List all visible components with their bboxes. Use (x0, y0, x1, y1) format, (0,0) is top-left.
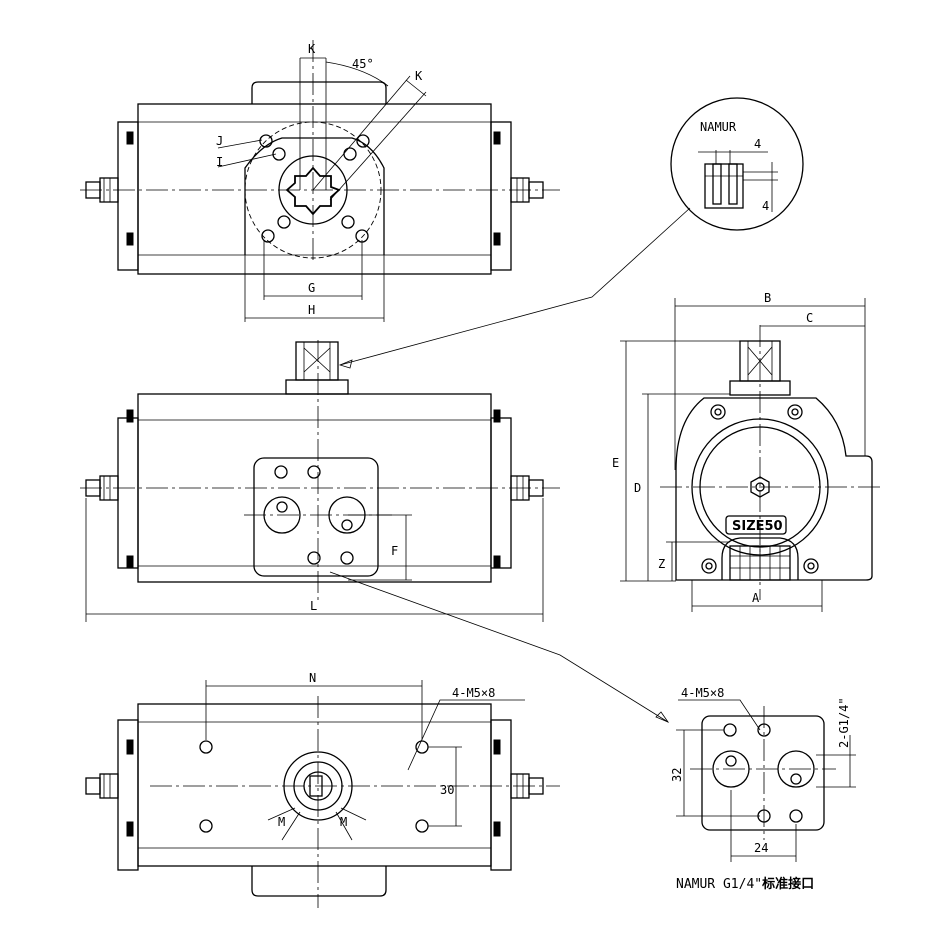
label-e: E (612, 456, 619, 470)
label-c: C (806, 311, 813, 325)
label-n: N (309, 671, 316, 685)
label-24: 24 (754, 841, 768, 855)
port-caption-prefix: NAMUR G1/4" (676, 877, 762, 892)
port-detail: 4-M5×8 2-G1/4" 32 24 NAMUR G1/4"标准接口 (670, 686, 856, 892)
label-b: B (764, 291, 771, 305)
front-shaft (295, 341, 339, 381)
label-z: Z (658, 557, 665, 571)
namur-dim-width: 4 (754, 137, 761, 151)
label-i: I (216, 155, 223, 169)
label-32: 32 (670, 768, 684, 782)
namur-detail: NAMUR 4 4 (338, 97, 804, 369)
label-f: F (391, 544, 398, 558)
port-caption-cn: 标准接口 (761, 876, 814, 892)
front-view: F L (80, 340, 670, 723)
label-h: H (308, 303, 315, 317)
label-k-top: K (308, 42, 316, 56)
thread-callout-port: 4-M5×8 (681, 686, 724, 700)
side-housing (675, 397, 873, 581)
label-m-right: M (340, 815, 347, 829)
label-angle: 45° (352, 57, 374, 71)
label-g: G (308, 281, 315, 295)
label-l: L (310, 599, 317, 613)
top-body (137, 103, 492, 275)
port-thread-label: 2-G1/4" (837, 697, 851, 748)
namur-detail-circle (670, 97, 804, 231)
namur-port-plate (253, 457, 379, 577)
size-label-plate (725, 515, 787, 535)
label-j: J (216, 134, 223, 148)
namur-dim-depth: 4 (762, 199, 769, 213)
namur-detail-title: NAMUR (700, 120, 737, 134)
side-view: SIZE50 B C E D (612, 291, 882, 612)
label-30: 30 (440, 783, 454, 797)
label-m-left: M (278, 815, 285, 829)
port-caption: NAMUR G1/4"标准接口 (676, 876, 814, 892)
thread-callout-bottom: 4-M5×8 (452, 686, 495, 700)
label-k-angle: K (415, 69, 423, 83)
bottom-body (137, 703, 492, 867)
bottom-view: N 4-M5×8 30 M M (85, 671, 560, 908)
label-a: A (752, 591, 760, 605)
label-d: D (634, 481, 641, 495)
size-label: SIZE50 (732, 519, 783, 534)
top-view: K 45° K J I G H (80, 40, 560, 322)
port-detail-plate (701, 715, 825, 831)
